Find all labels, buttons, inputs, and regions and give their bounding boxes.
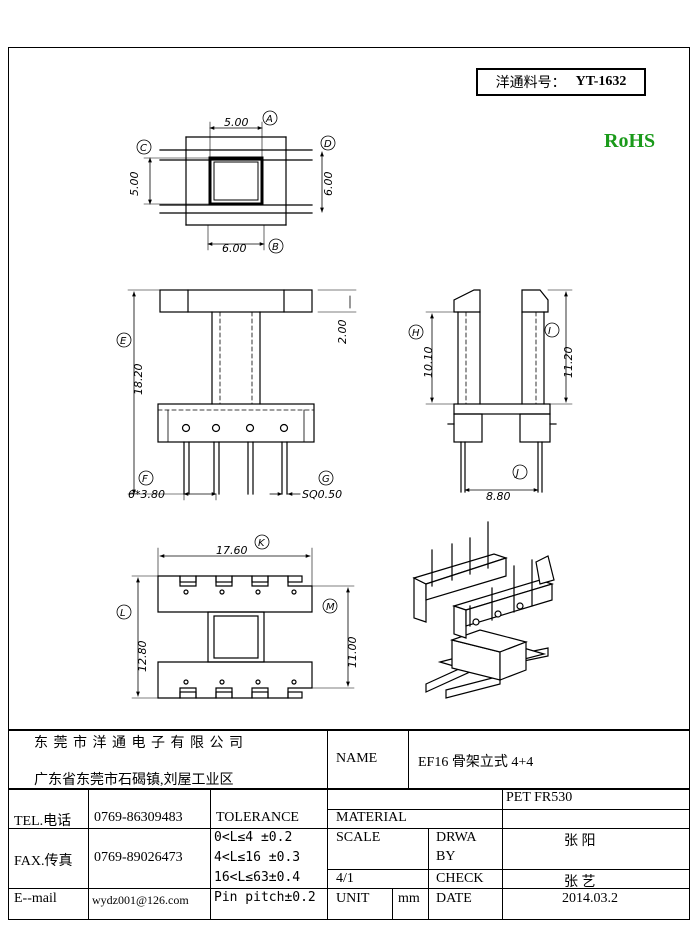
fax-label: FAX.传真 — [14, 854, 73, 869]
dim-front-f-tag: F — [142, 474, 148, 485]
dim-top-b-tag: B — [272, 242, 279, 253]
dim-bot-l-tag: L — [120, 608, 126, 619]
dim-bot-l: 12.80 — [136, 641, 149, 673]
dim-front-top: 2.00 — [336, 320, 349, 345]
email-label: E--mail — [14, 891, 57, 906]
dim-bot-m: 11.00 — [346, 637, 359, 669]
front-view — [127, 289, 357, 501]
tolerance-2: 4<L≤16 ±0.3 — [214, 850, 301, 865]
top-view — [143, 121, 324, 251]
dim-front-g: SQ0.50 — [302, 488, 342, 501]
tolerance-label: TOLERANCE — [216, 810, 299, 825]
tolerance-4: Pin pitch±0.2 — [214, 890, 316, 905]
bottom-view — [131, 547, 355, 699]
drawing-frame — [8, 47, 690, 920]
title-block: 东 莞 市 洋 通 电 子 有 限 公 司 广东省东莞市石碣镇,刘屋工业区 NA… — [8, 729, 690, 920]
dim-bot-k-tag: K — [258, 538, 266, 549]
unit-value: mm — [398, 891, 420, 906]
email-value: wydz001@126.com — [92, 893, 189, 907]
tel-label: TEL.电话 — [14, 814, 72, 829]
unit-label: UNIT — [336, 891, 370, 906]
part-number-label: 洋通料号： — [495, 76, 566, 91]
dim-bot-k: 17.60 — [216, 544, 248, 557]
dim-top-a-tag: A — [265, 114, 273, 125]
dim-top-c: 5.00 — [128, 172, 141, 197]
date-value: 2014.03.2 — [562, 891, 618, 906]
date-label: DATE — [436, 891, 472, 906]
isometric-view — [412, 521, 555, 699]
name-label: NAME — [336, 751, 378, 766]
dim-bot-m-tag: M — [326, 602, 335, 613]
dim-side-h: 10.10 — [422, 347, 435, 379]
dim-top-a: 5.00 — [224, 116, 249, 129]
part-number-box: 洋通料号： YT-1632 — [476, 68, 646, 96]
fax-value: 0769-89026473 — [94, 850, 183, 865]
dim-side-i: 11.20 — [562, 347, 575, 379]
company-address: 广东省东莞市石碣镇,刘屋工业区 — [34, 773, 234, 788]
dim-side-i-tag: I — [548, 326, 551, 337]
dim-side-j: 8.80 — [486, 490, 511, 503]
dim-top-b: 6.00 — [222, 242, 247, 255]
dim-front-e: 18.20 — [132, 364, 145, 396]
part-number-value: YT-1632 — [575, 74, 627, 89]
tolerance-3: 16<L≤63±0.4 — [214, 870, 301, 885]
drawn-by: 张 阳 — [564, 834, 596, 849]
company-name: 东 莞 市 洋 通 电 子 有 限 公 司 — [34, 736, 244, 751]
dim-top-d: 6.00 — [322, 172, 335, 197]
check-by: 张 艺 — [564, 875, 596, 890]
drwa-label: DRWA — [436, 830, 477, 845]
tel-value: 0769-86309483 — [94, 810, 183, 825]
tolerance-1: 0<L≤4 ±0.2 — [214, 830, 293, 845]
scale-label: SCALE — [336, 830, 381, 845]
check-label: CHECK — [436, 871, 484, 886]
rohs-mark: RoHS — [604, 130, 656, 152]
dim-front-g-tag: G — [322, 474, 330, 485]
dim-top-d-tag: D — [324, 139, 332, 150]
dim-front-e-tag: E — [120, 336, 127, 347]
scale-value: 4/1 — [336, 871, 354, 886]
dim-top-c-tag: C — [140, 143, 147, 154]
name-value: EF16 骨架立式 4+4 — [418, 755, 534, 770]
material-value: PET FR530 — [506, 790, 573, 805]
dim-front-f: 6*3.80 — [128, 488, 165, 501]
dim-side-h-tag: H — [412, 328, 420, 339]
material-label: MATERIAL — [336, 810, 407, 825]
dim-side-j-tag: J — [514, 468, 519, 479]
by-label: BY — [436, 849, 456, 864]
side-view — [425, 289, 573, 493]
